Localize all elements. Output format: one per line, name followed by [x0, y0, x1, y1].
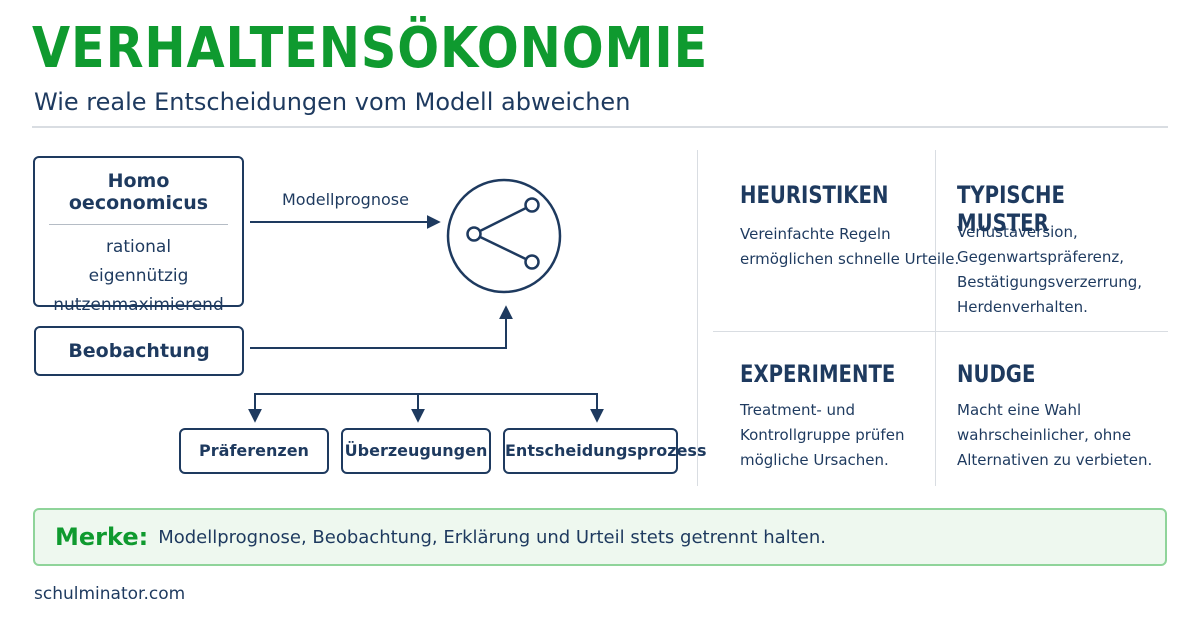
factor-box-decision-process: Entscheidungsprozess	[503, 428, 706, 474]
card-text-patterns: Verlustaversion, Gegenwartspräferenz, Be…	[957, 223, 1143, 316]
page-title: VERHALTENSÖKONOMIE	[32, 16, 709, 81]
homo-divider	[49, 224, 228, 225]
grid-divider-left	[697, 150, 698, 486]
header-divider	[32, 126, 1168, 128]
trait-rational: rational	[105, 237, 172, 257]
observation-box: Beobachtung	[34, 326, 244, 376]
grid-divider-horizontal	[713, 331, 1168, 332]
card-title-experiments: EXPERIMENTE	[740, 360, 896, 388]
observation-arrow	[250, 305, 513, 349]
card-title-nudge: NUDGE	[957, 360, 1036, 388]
footer-source: schulminator.com	[34, 584, 186, 604]
model-prediction-label: Modellprognose	[282, 190, 409, 209]
factor-box-beliefs: Überzeugungen	[341, 428, 491, 474]
note-box: Merke: Modellprognose, Beobachtung, Erkl…	[33, 508, 1167, 566]
grid-divider-middle	[935, 150, 936, 486]
share-icon	[446, 178, 562, 294]
trait-utility-maximizing: nutzenmaximierend	[53, 295, 224, 315]
factors-bracket	[254, 393, 598, 416]
homo-oeconomicus-box: Homo oeconomicus rational eigennützig nu…	[33, 156, 244, 315]
trait-self-interested: eigennützig	[88, 266, 189, 286]
card-text-heuristics: Vereinfachte Regeln ermöglichen schnelle…	[740, 225, 960, 268]
diagram-connectors	[248, 178, 604, 423]
factor-box-preferences: Präferenzen	[179, 428, 329, 474]
note-text: Modellprognose, Beobachtung, Erklärung u…	[158, 526, 826, 548]
card-title-heuristics: HEURISTIKEN	[740, 181, 889, 209]
card-title-patterns: TYPISCHE MUSTER	[957, 181, 1065, 237]
note-label: Merke:	[55, 523, 149, 551]
page-subtitle: Wie reale Entscheidungen vom Modell abwe…	[34, 88, 631, 116]
card-text-experiments: Treatment- und Kontrollgruppe prüfen mög…	[740, 401, 905, 469]
homo-oeconomicus-title: Homo oeconomicus	[68, 170, 209, 214]
card-text-nudge: Macht eine Wahl wahrscheinlicher, ohne A…	[957, 401, 1153, 469]
